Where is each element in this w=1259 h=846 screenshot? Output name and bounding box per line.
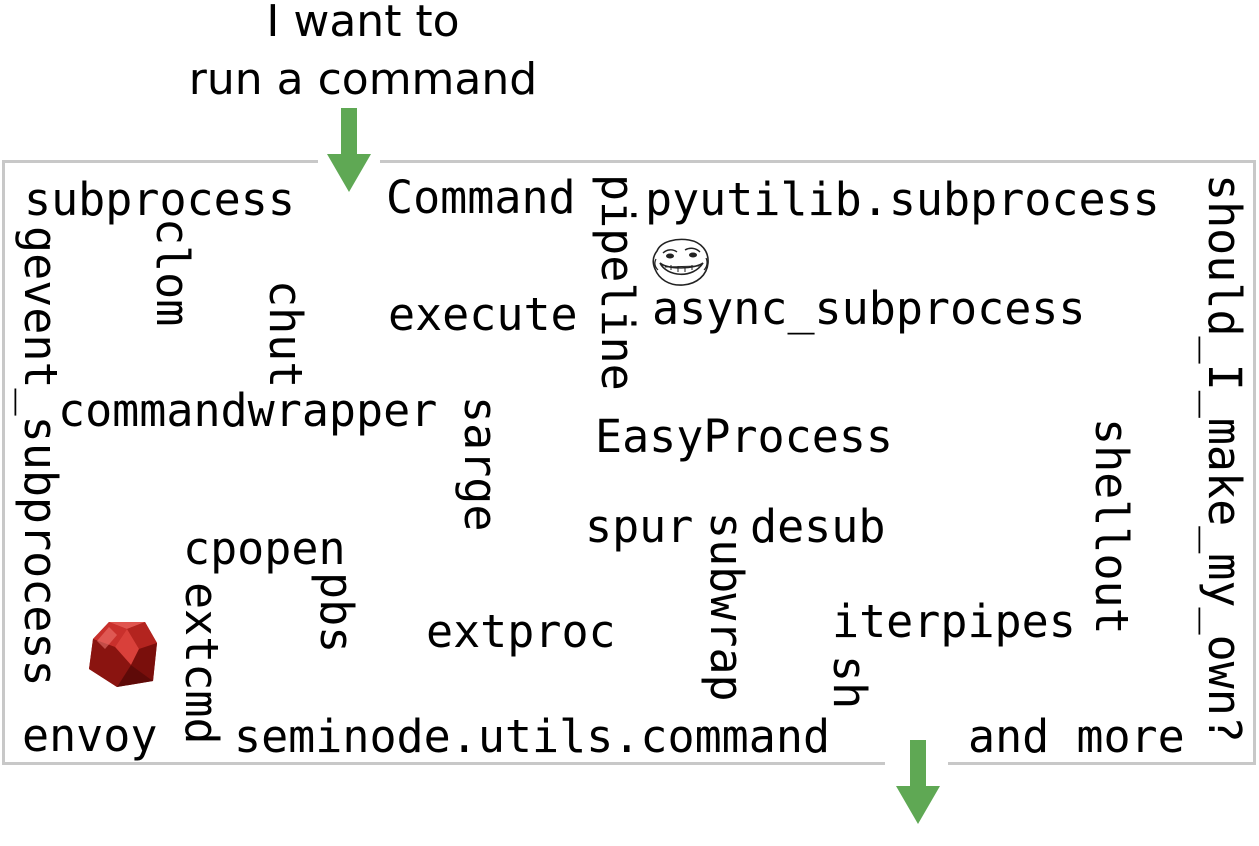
word-gevent-subprocess: gevent_subprocess [14, 226, 67, 687]
header-line-2: run a command [188, 54, 538, 105]
word-spur: spur [585, 500, 694, 553]
troll-face-icon [652, 238, 709, 286]
word-async-subprocess: async_subprocess [652, 282, 1086, 335]
word-clom: clom [146, 218, 199, 327]
word-iterpipes: iterpipes [832, 595, 1076, 648]
word-desub: desub [750, 500, 886, 553]
arrow-down-icon [327, 108, 371, 192]
word-seminode-utils-command: seminode.utils.command [234, 710, 831, 763]
word-extproc: extproc [426, 605, 616, 658]
word-easyprocess: EasyProcess [595, 410, 894, 463]
word-subprocess: subprocess [24, 173, 295, 226]
word-commandwrapper: commandwrapper [58, 384, 438, 437]
word-envoy: envoy [22, 709, 158, 762]
word-chut: chut [259, 280, 312, 389]
libraries-frame [2, 160, 1256, 765]
word-pbs: pbs [310, 572, 363, 654]
word-shellout: shellout [1085, 418, 1138, 635]
word-extcmd: extcmd [175, 582, 228, 745]
header-line-1: I want to [266, 0, 460, 47]
arrow-down-icon [896, 740, 940, 824]
word-cpopen: cpopen [183, 522, 346, 575]
word-and-more: and more [968, 710, 1185, 763]
word-sh: sh [823, 655, 876, 710]
word-sarge: sarge [454, 396, 507, 532]
ruby-gem-icon [89, 622, 157, 687]
word-subwrap: subwrap [700, 512, 753, 702]
word-execute: execute [388, 288, 578, 341]
word-command: Command [386, 171, 576, 224]
word-should-i-make-my-own: should_I_make_my_own? [1198, 174, 1251, 743]
word-pyutilib-subprocess: pyutilib.subprocess [645, 173, 1160, 226]
word-pipeline: pipeline [591, 174, 644, 391]
